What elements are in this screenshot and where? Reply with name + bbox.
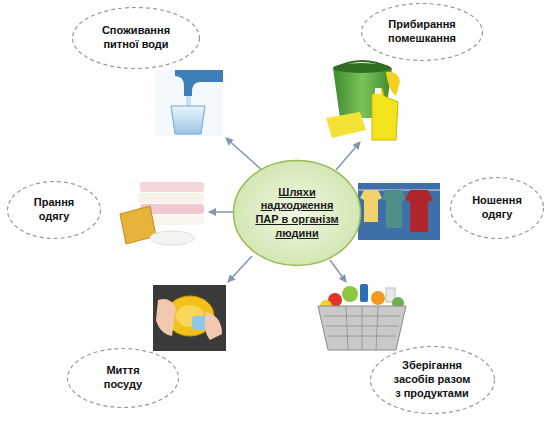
ellipse-shape [73,8,200,69]
ellipse-shape [234,161,361,266]
ellipse-shape [370,347,494,414]
shirt [382,190,406,228]
route-label: Зберігання засобів разом з продуктами [391,359,473,400]
arrow-line [226,138,262,170]
route-label: Миття посуду [93,364,153,392]
ellipse-shape [362,4,483,61]
sponge-cloth [326,112,366,138]
faucet [175,70,223,96]
basket-picture [318,284,406,350]
basket-weave [324,306,400,350]
route-label: Прибирання помешкання [382,18,462,46]
laundry-picture [120,182,204,245]
hand [205,312,222,340]
water-surface [173,110,203,115]
towel [140,182,204,192]
dashed-ellipse: Зберігання засобів разом з продуктами [369,345,496,415]
arrow-line [330,260,346,282]
clothes-picture [358,183,440,240]
arrow-line [336,142,360,170]
shirt [360,190,382,222]
dashed-ellipse: Прання одягу [6,180,102,240]
dashed-ellipse: Споживання питної води [71,6,201,70]
route-label: Ношення одягу [467,194,527,222]
cleaning-picture [326,61,400,140]
ellipse-shape [8,182,101,239]
sky-ground [358,183,440,240]
arrow-line [228,256,252,282]
ellipse-shape [68,349,179,408]
arrow-group [209,138,366,282]
dashed-ellipse: Миття посуду [66,347,180,409]
route-label: Споживання питної води [94,24,178,52]
route-label: Прання одягу [24,196,84,224]
bottle [360,284,368,302]
dishes-picture [153,285,226,351]
hand [156,299,176,336]
dashed-ellipse: Ношення одягу [449,176,545,240]
bucket-rim [333,63,391,73]
towel [138,193,204,203]
orange [371,291,385,305]
water-picture [155,70,223,136]
glove [386,72,400,96]
cabbage [342,286,358,302]
center-title: Шляхи надходження ПАР в організм людини [255,186,339,241]
shirt [405,190,433,232]
basket [318,306,406,350]
center-ellipse: Шляхи надходження ПАР в організм людини [232,159,362,267]
bottle-cap [375,88,381,94]
bottle [372,88,398,140]
dashed-ellipse: Прибирання помешкання [360,2,484,62]
powder [150,231,194,245]
ellipse-shape [451,178,544,239]
picture-ground [155,70,223,136]
glass [171,106,205,134]
picture-ground [153,285,226,351]
